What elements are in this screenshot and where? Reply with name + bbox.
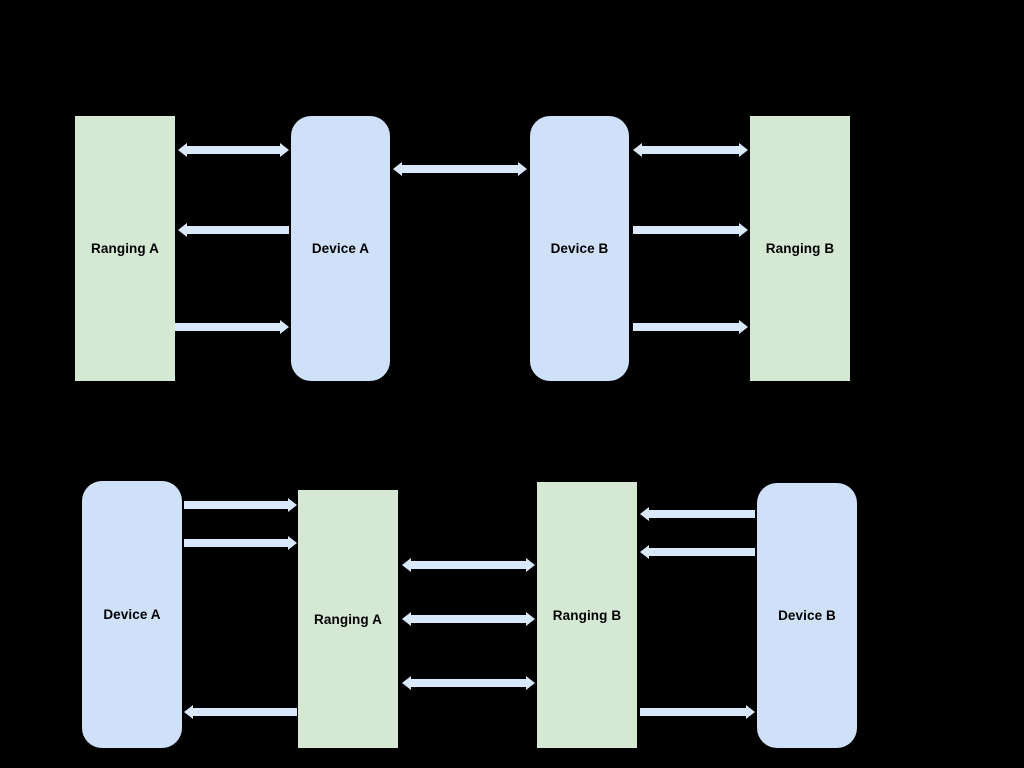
node-bot-ranging-b[interactable]: Ranging B <box>537 482 637 748</box>
node-label: Ranging A <box>314 611 382 627</box>
node-bot-device-a[interactable]: Device A <box>82 481 182 748</box>
node-top-ranging-a[interactable]: Ranging A <box>75 116 175 381</box>
node-bot-device-b[interactable]: Device B <box>757 483 857 748</box>
node-bot-ranging-a[interactable]: Ranging A <box>298 490 398 748</box>
node-label: Device A <box>103 607 161 622</box>
node-label: Device B <box>778 608 836 623</box>
node-label: Ranging B <box>552 607 622 623</box>
